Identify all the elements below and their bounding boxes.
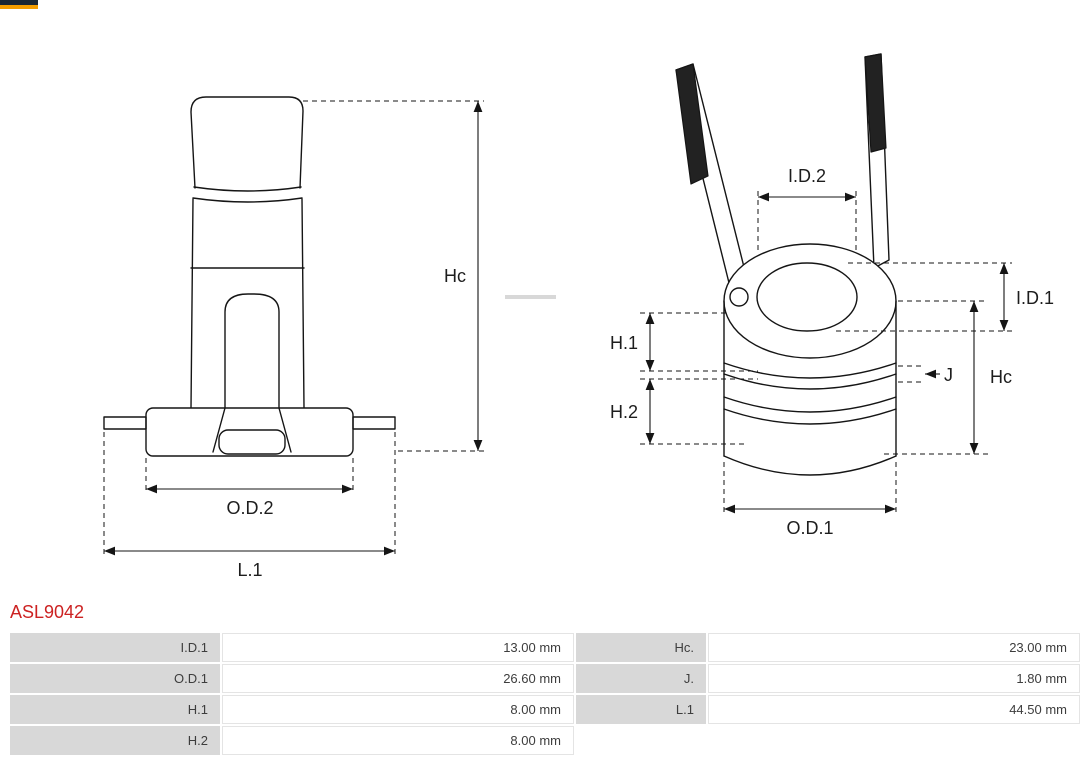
left-lead-tip <box>675 63 709 185</box>
groove-1 <box>723 362 897 390</box>
slipring-body <box>190 198 305 409</box>
h2-dimension-label: H.2 <box>610 402 638 422</box>
left-pin <box>103 416 147 430</box>
table-row: O.D.1 26.60 mm J. 1.80 mm <box>10 664 1080 693</box>
cylinder-bore <box>756 262 858 332</box>
technical-drawing: Hc O.D.2 L.1 <box>103 53 1054 580</box>
dim-value: 44.50 mm <box>708 695 1080 724</box>
h1-dimension-label: H.1 <box>610 333 638 353</box>
dimensions-table: I.D.1 13.00 mm Hc. 23.00 mm O.D.1 26.60 … <box>8 631 1080 757</box>
dim-label: J. <box>576 664 706 693</box>
part-number: ASL9042 <box>10 602 85 622</box>
base-flange <box>145 407 354 457</box>
cap-groove-1 <box>193 186 302 192</box>
brand-logo-fragment <box>0 0 38 10</box>
logo-orange-bar <box>0 5 38 9</box>
table-row: H.1 8.00 mm L.1 44.50 mm <box>10 695 1080 724</box>
dim-value: 26.60 mm <box>222 664 574 693</box>
center-slot <box>224 293 280 409</box>
dim-value: 13.00 mm <box>222 633 574 662</box>
dim-value: 1.80 mm <box>708 664 1080 693</box>
table-row: H.2 8.00 mm <box>10 726 1080 755</box>
id1-dimension-label: I.D.1 <box>1016 288 1054 308</box>
left-view-drawing: Hc O.D.2 L.1 <box>103 96 484 580</box>
od2-dimension-label: O.D.2 <box>226 498 273 518</box>
base-slot-cap <box>218 429 286 455</box>
base-trapezoid <box>212 407 292 453</box>
cylinder-bottom-arc <box>723 455 897 476</box>
dim-label: Hc. <box>576 633 706 662</box>
dim-value: 8.00 mm <box>222 726 574 755</box>
dim-label: H.2 <box>10 726 220 755</box>
slipring-cap <box>190 96 304 189</box>
l1-dimension-label: L.1 <box>237 560 262 580</box>
cap-groove-2 <box>192 197 303 203</box>
hc-dimension-label-left: Hc <box>444 266 466 286</box>
dim-label: L.1 <box>576 695 706 724</box>
empty-cell <box>576 726 706 755</box>
right-view-drawing: I.D.2 I.D.1 Hc H.1 H.2 J <box>610 53 1054 538</box>
table-row: I.D.1 13.00 mm Hc. 23.00 mm <box>10 633 1080 662</box>
dim-value: 8.00 mm <box>222 695 574 724</box>
dim-value: 23.00 mm <box>708 633 1080 662</box>
right-lead-tip <box>864 53 887 153</box>
right-pin <box>352 416 396 430</box>
groove-2 <box>723 396 897 425</box>
id2-dimension-label: I.D.2 <box>788 166 826 186</box>
hc-dimension-label-right: Hc <box>990 367 1012 387</box>
dim-label: I.D.1 <box>10 633 220 662</box>
left-lead-terminal <box>729 287 749 307</box>
logo-dark-bar <box>0 0 38 5</box>
od1-dimension-label: O.D.1 <box>786 518 833 538</box>
empty-cell <box>708 726 1080 755</box>
j-dimension-label: J <box>944 365 953 385</box>
dim-label: O.D.1 <box>10 664 220 693</box>
dim-label: H.1 <box>10 695 220 724</box>
